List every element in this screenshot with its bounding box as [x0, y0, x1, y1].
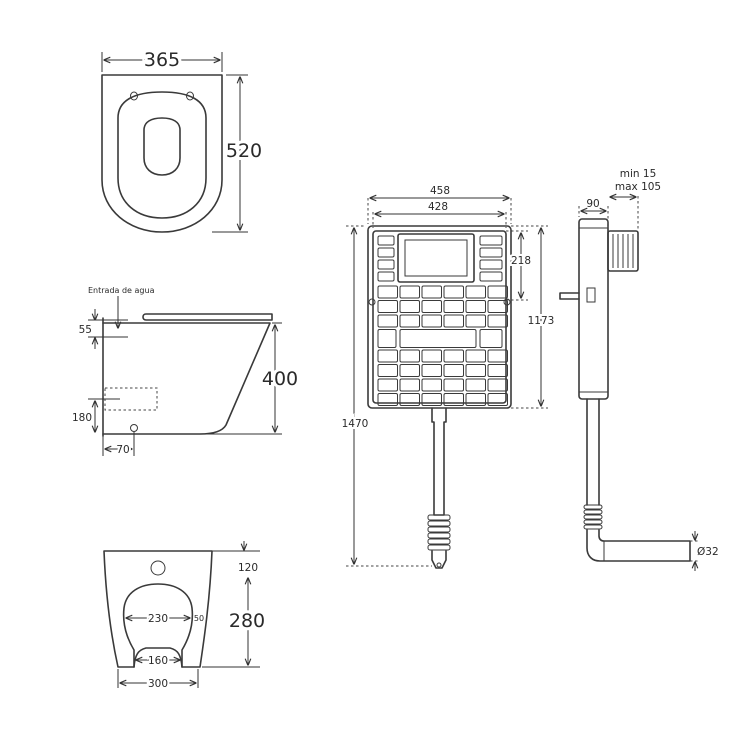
dim-280: 280: [229, 610, 265, 632]
dim-120: 120: [238, 562, 258, 574]
frame-cell: [479, 329, 503, 348]
frame-cell: [421, 393, 442, 406]
water-inlet-label: Entrada de agua: [88, 286, 155, 295]
frame-cell: [377, 393, 398, 406]
frame-cell: [479, 271, 503, 282]
side-pipe-ribs: [583, 504, 603, 530]
frame-cell: [377, 378, 398, 392]
frame-cell: [487, 300, 508, 313]
bowl-profile: [102, 322, 271, 435]
dim-depth: 90: [586, 198, 599, 210]
side-view: Entrada de agua 55 400 180 70: [72, 286, 301, 458]
seat-lid: [142, 313, 273, 321]
dim-outer-width: 458: [430, 185, 450, 197]
frame-cell: [399, 349, 420, 363]
frame-cell: [421, 364, 442, 377]
frame-cell: [487, 285, 508, 299]
frame-cell: [487, 393, 508, 406]
frame-cell: [443, 378, 464, 392]
bowl-outline: [101, 74, 223, 233]
dim-tank-height: 1173: [528, 315, 555, 327]
frame-cell: [487, 364, 508, 377]
frame-cell: [377, 271, 395, 282]
dim-300: 300: [148, 678, 168, 690]
frame-cell: [399, 300, 420, 313]
dim-outlet-offset: 70: [116, 444, 129, 456]
frame-cell: [465, 300, 486, 313]
bottom-outline: [103, 550, 213, 668]
frame-cell: [399, 378, 420, 392]
frame-cell: [479, 247, 503, 258]
frame-cell: [487, 349, 508, 363]
frame-cell: [399, 364, 420, 377]
frame-front-view: 458 428 218 1173 1470: [340, 185, 556, 569]
frame-cell: [377, 259, 395, 270]
dim-160: 160: [148, 655, 168, 667]
frame-cell: [377, 247, 395, 258]
frame-cell: [377, 285, 398, 299]
frame-outline: [367, 225, 512, 409]
frame-cell: [421, 300, 442, 313]
frame-cell: [487, 378, 508, 392]
flush-panel: [397, 233, 475, 283]
frame-cell: [465, 349, 486, 363]
dim-50: 50: [194, 614, 204, 623]
bowl-rim-inner: [117, 91, 207, 219]
frame-cell: [465, 285, 486, 299]
dim-panel-height: 218: [511, 255, 531, 267]
dim-length-label: 520: [226, 140, 262, 162]
frame-cell: [399, 285, 420, 299]
frame-cell: [443, 349, 464, 363]
bowl-opening: [143, 117, 181, 176]
flush-pipe-side: [586, 398, 600, 506]
frame-cell: [465, 378, 486, 392]
frame-cell: [399, 329, 477, 348]
frame-cell: [465, 364, 486, 377]
dim-width-label: 365: [144, 49, 180, 71]
pipe-ribs: [427, 514, 451, 551]
bottom-view: 120 230 50 280 160 300: [103, 541, 268, 692]
frame-cell: [421, 378, 442, 392]
dim-inlet-height: 55: [79, 324, 92, 336]
frame-cell: [377, 300, 398, 313]
flush-pipe: [431, 407, 447, 516]
frame-cell: [421, 314, 442, 328]
frame-cell: [479, 235, 503, 246]
adjuster-ribs: [612, 234, 634, 268]
frame-cell: [377, 235, 395, 246]
dim-230: 230: [148, 613, 168, 625]
dim-pipe-diameter: Ø32: [697, 546, 719, 558]
frame-cell: [443, 285, 464, 299]
dim-height-label: 400: [262, 368, 298, 390]
dim-outlet-height: 180: [72, 412, 92, 424]
button-adjuster: [607, 230, 639, 272]
frame-cell: [487, 314, 508, 328]
frame-cell: [399, 393, 420, 406]
frame-cell: [465, 393, 486, 406]
frame-cell: [443, 393, 464, 406]
elbow-pipe: [586, 529, 691, 562]
frame-cell: [377, 329, 397, 348]
frame-cell: [421, 285, 442, 299]
top-view: 365 520: [101, 46, 265, 233]
frame-cell: [443, 314, 464, 328]
frame-cell: [421, 349, 442, 363]
dim-inner-width: 428: [428, 201, 448, 213]
frame-cell: [377, 314, 398, 328]
bottom-opening: [122, 583, 194, 668]
frame-cell: [443, 300, 464, 313]
frame-cell: [377, 349, 398, 363]
dim-total-height: 1470: [342, 418, 369, 430]
frame-cell: [479, 259, 503, 270]
tank-side: [578, 218, 609, 400]
frame-cell: [399, 314, 420, 328]
adjust-max-label: max 105: [615, 181, 661, 193]
frame-cell: [377, 364, 398, 377]
frame-cell: [443, 364, 464, 377]
adjust-min-label: min 15: [620, 168, 657, 180]
frame-side-view: 90 min 15 max 105 Ø32: [559, 168, 719, 571]
frame-grid: [377, 235, 508, 406]
frame-cell: [465, 314, 486, 328]
